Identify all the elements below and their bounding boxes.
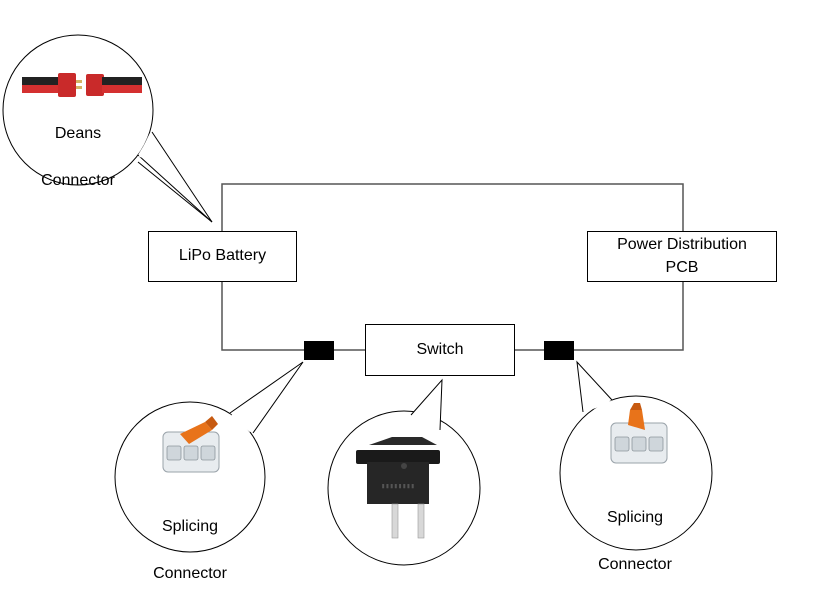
power-distribution-box: Power Distribution PCB	[587, 231, 777, 282]
splice-right-callout-label: Splicing Connector	[585, 483, 685, 599]
lipo-battery-label: LiPo Battery	[178, 247, 267, 265]
pdb-label-line1: Power Distribution	[617, 236, 747, 254]
wire-bottom-right	[515, 282, 684, 351]
callout-deans	[2, 34, 213, 223]
splice-right-label-line1: Splicing	[606, 509, 664, 527]
splice-left-label-line1: Splicing	[161, 518, 219, 536]
wire-bottom-left	[221, 282, 365, 351]
wiring-diagram: ▮▮▮▮▮▮▮▮	[2, 34, 713, 566]
splice-block-left	[304, 341, 334, 360]
splice-left-label-line2: Connector	[153, 564, 227, 582]
deans-label-line1: Deans	[54, 125, 102, 143]
switch-label: Switch	[416, 340, 464, 358]
switch-box: Switch	[365, 324, 515, 376]
pdb-label-line2: PCB	[665, 258, 699, 276]
rocker-switch-icon: ▮▮▮▮▮▮▮▮	[356, 437, 440, 539]
lipo-battery-box: LiPo Battery	[148, 231, 297, 282]
splice-left-callout-label: Splicing Connector	[140, 492, 240, 608]
callout-splice-left	[114, 361, 304, 553]
splice-right-label-line2: Connector	[598, 555, 672, 573]
deans-connector-icon	[22, 73, 142, 97]
splicing-connector-icon-right	[610, 403, 668, 464]
splicing-connector-icon	[162, 416, 220, 473]
splice-block-right	[544, 341, 574, 360]
deans-label-line2: Connector	[41, 171, 115, 189]
deans-callout-label: Deans Connector	[28, 99, 128, 215]
svg-text:▮▮▮▮▮▮▮▮: ▮▮▮▮▮▮▮▮	[381, 482, 415, 490]
callout-splice-right	[559, 360, 713, 551]
wire-top	[221, 183, 684, 231]
